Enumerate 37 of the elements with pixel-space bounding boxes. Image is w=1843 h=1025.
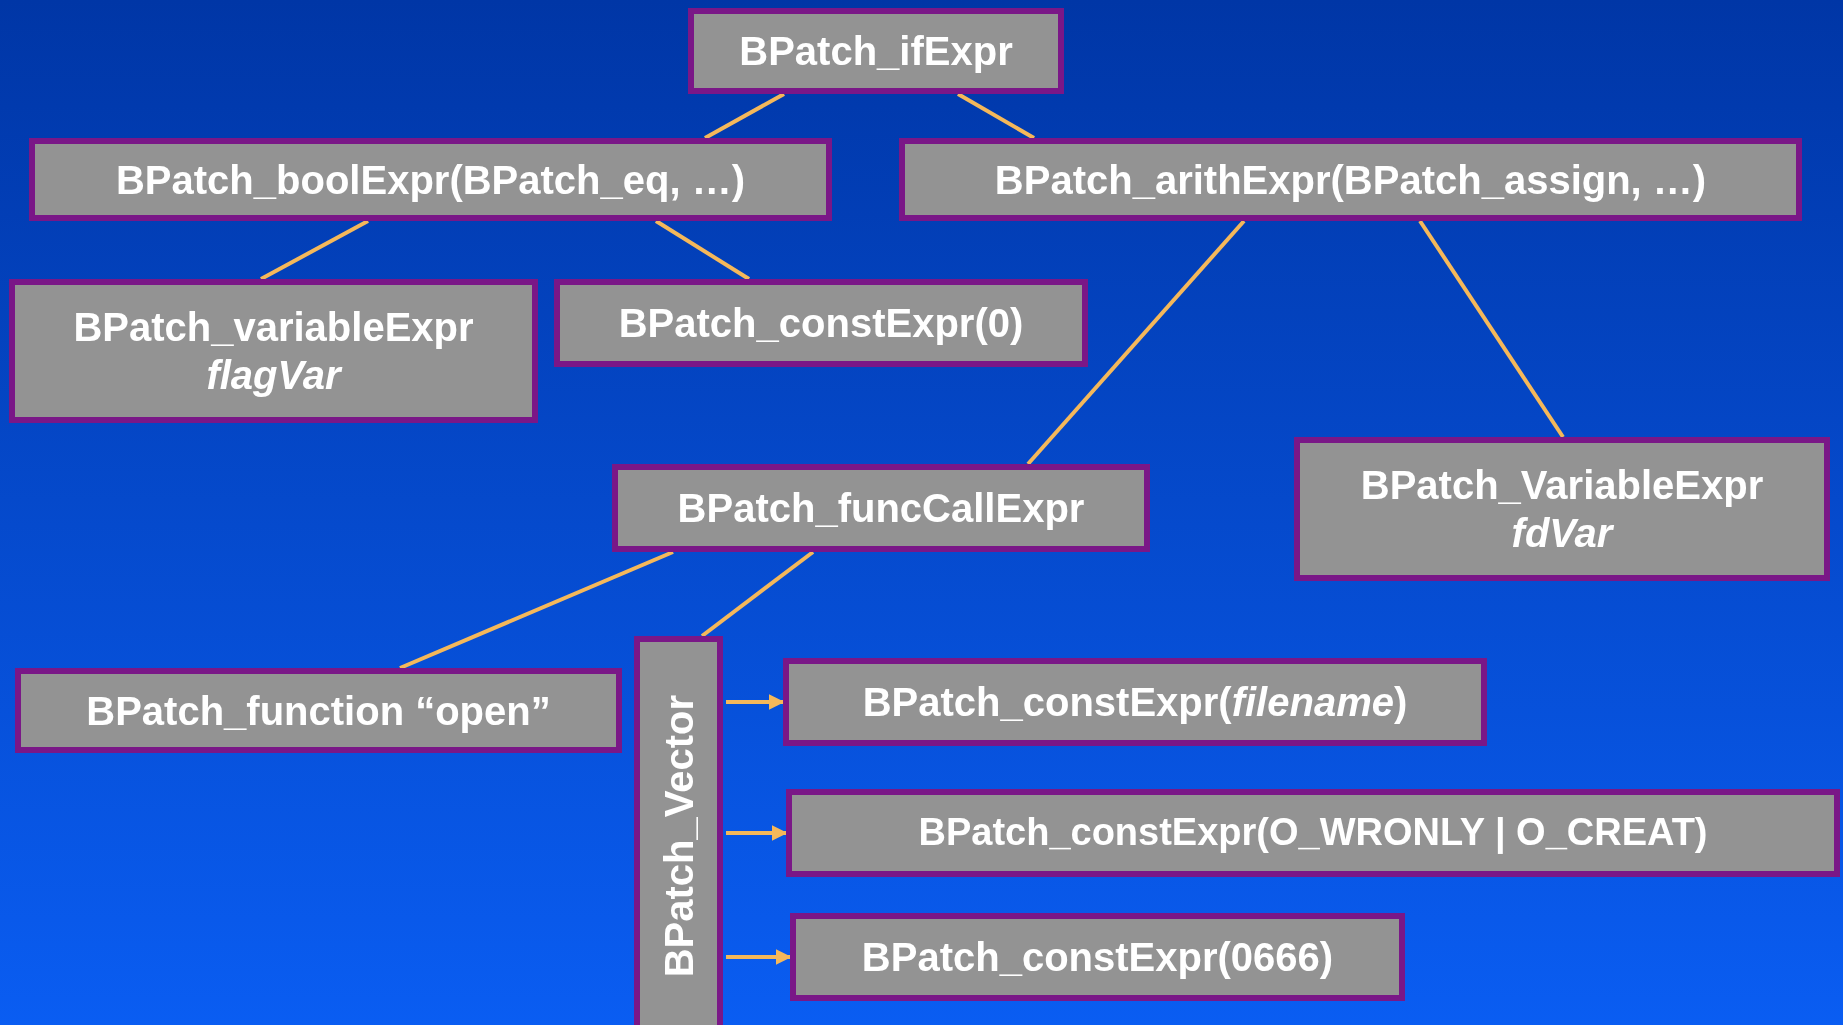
expression-box xyxy=(15,668,622,753)
connector-line xyxy=(399,550,674,670)
node-label: BPatch_function “open” xyxy=(86,687,551,735)
connector-line xyxy=(957,92,1035,140)
expression-box xyxy=(786,789,1840,877)
node-label: BPatch_ifExpr xyxy=(739,28,1013,75)
node-label: BPatch_constExpr(filename) xyxy=(862,679,1408,726)
expression-box xyxy=(783,658,1487,746)
connector-line xyxy=(704,92,785,140)
node-label: BPatch_constExpr(O_WRONLY | O_CREAT) xyxy=(918,810,1708,856)
expression-box xyxy=(634,636,723,1025)
variable-name: flagVar xyxy=(206,352,341,399)
arrow xyxy=(726,694,785,710)
expression-box xyxy=(790,913,1405,1001)
node-label: BPatch_VariableExpr xyxy=(1360,462,1764,509)
class-box xyxy=(9,279,538,423)
node-label: BPatch_variableExpr xyxy=(73,304,474,351)
variable-name: fdVar xyxy=(1511,510,1613,557)
expression-box xyxy=(554,279,1088,367)
connector-line xyxy=(654,219,751,281)
connector-line xyxy=(1026,219,1246,466)
expression-box xyxy=(29,138,832,221)
class-box xyxy=(1294,437,1830,581)
node-label: BPatch_constExpr(0666) xyxy=(861,934,1334,981)
node-label: BPatch_funcCallExpr xyxy=(677,485,1085,532)
connector-line xyxy=(260,219,369,281)
arrow xyxy=(726,949,792,965)
node-label: BPatch_arithExpr(BPatch_assign, …) xyxy=(994,156,1707,204)
node-label: BPatch_boolExpr(BPatch_eq, …) xyxy=(116,156,745,204)
node-label: BPatch_Vector xyxy=(655,694,702,978)
expression-box xyxy=(899,138,1802,221)
connector-line xyxy=(1418,219,1565,439)
expression-box xyxy=(688,8,1064,94)
arrow xyxy=(726,825,788,841)
expression-box xyxy=(612,464,1150,552)
node-label: BPatch_constExpr(0) xyxy=(618,300,1024,347)
connector-line xyxy=(700,550,815,638)
